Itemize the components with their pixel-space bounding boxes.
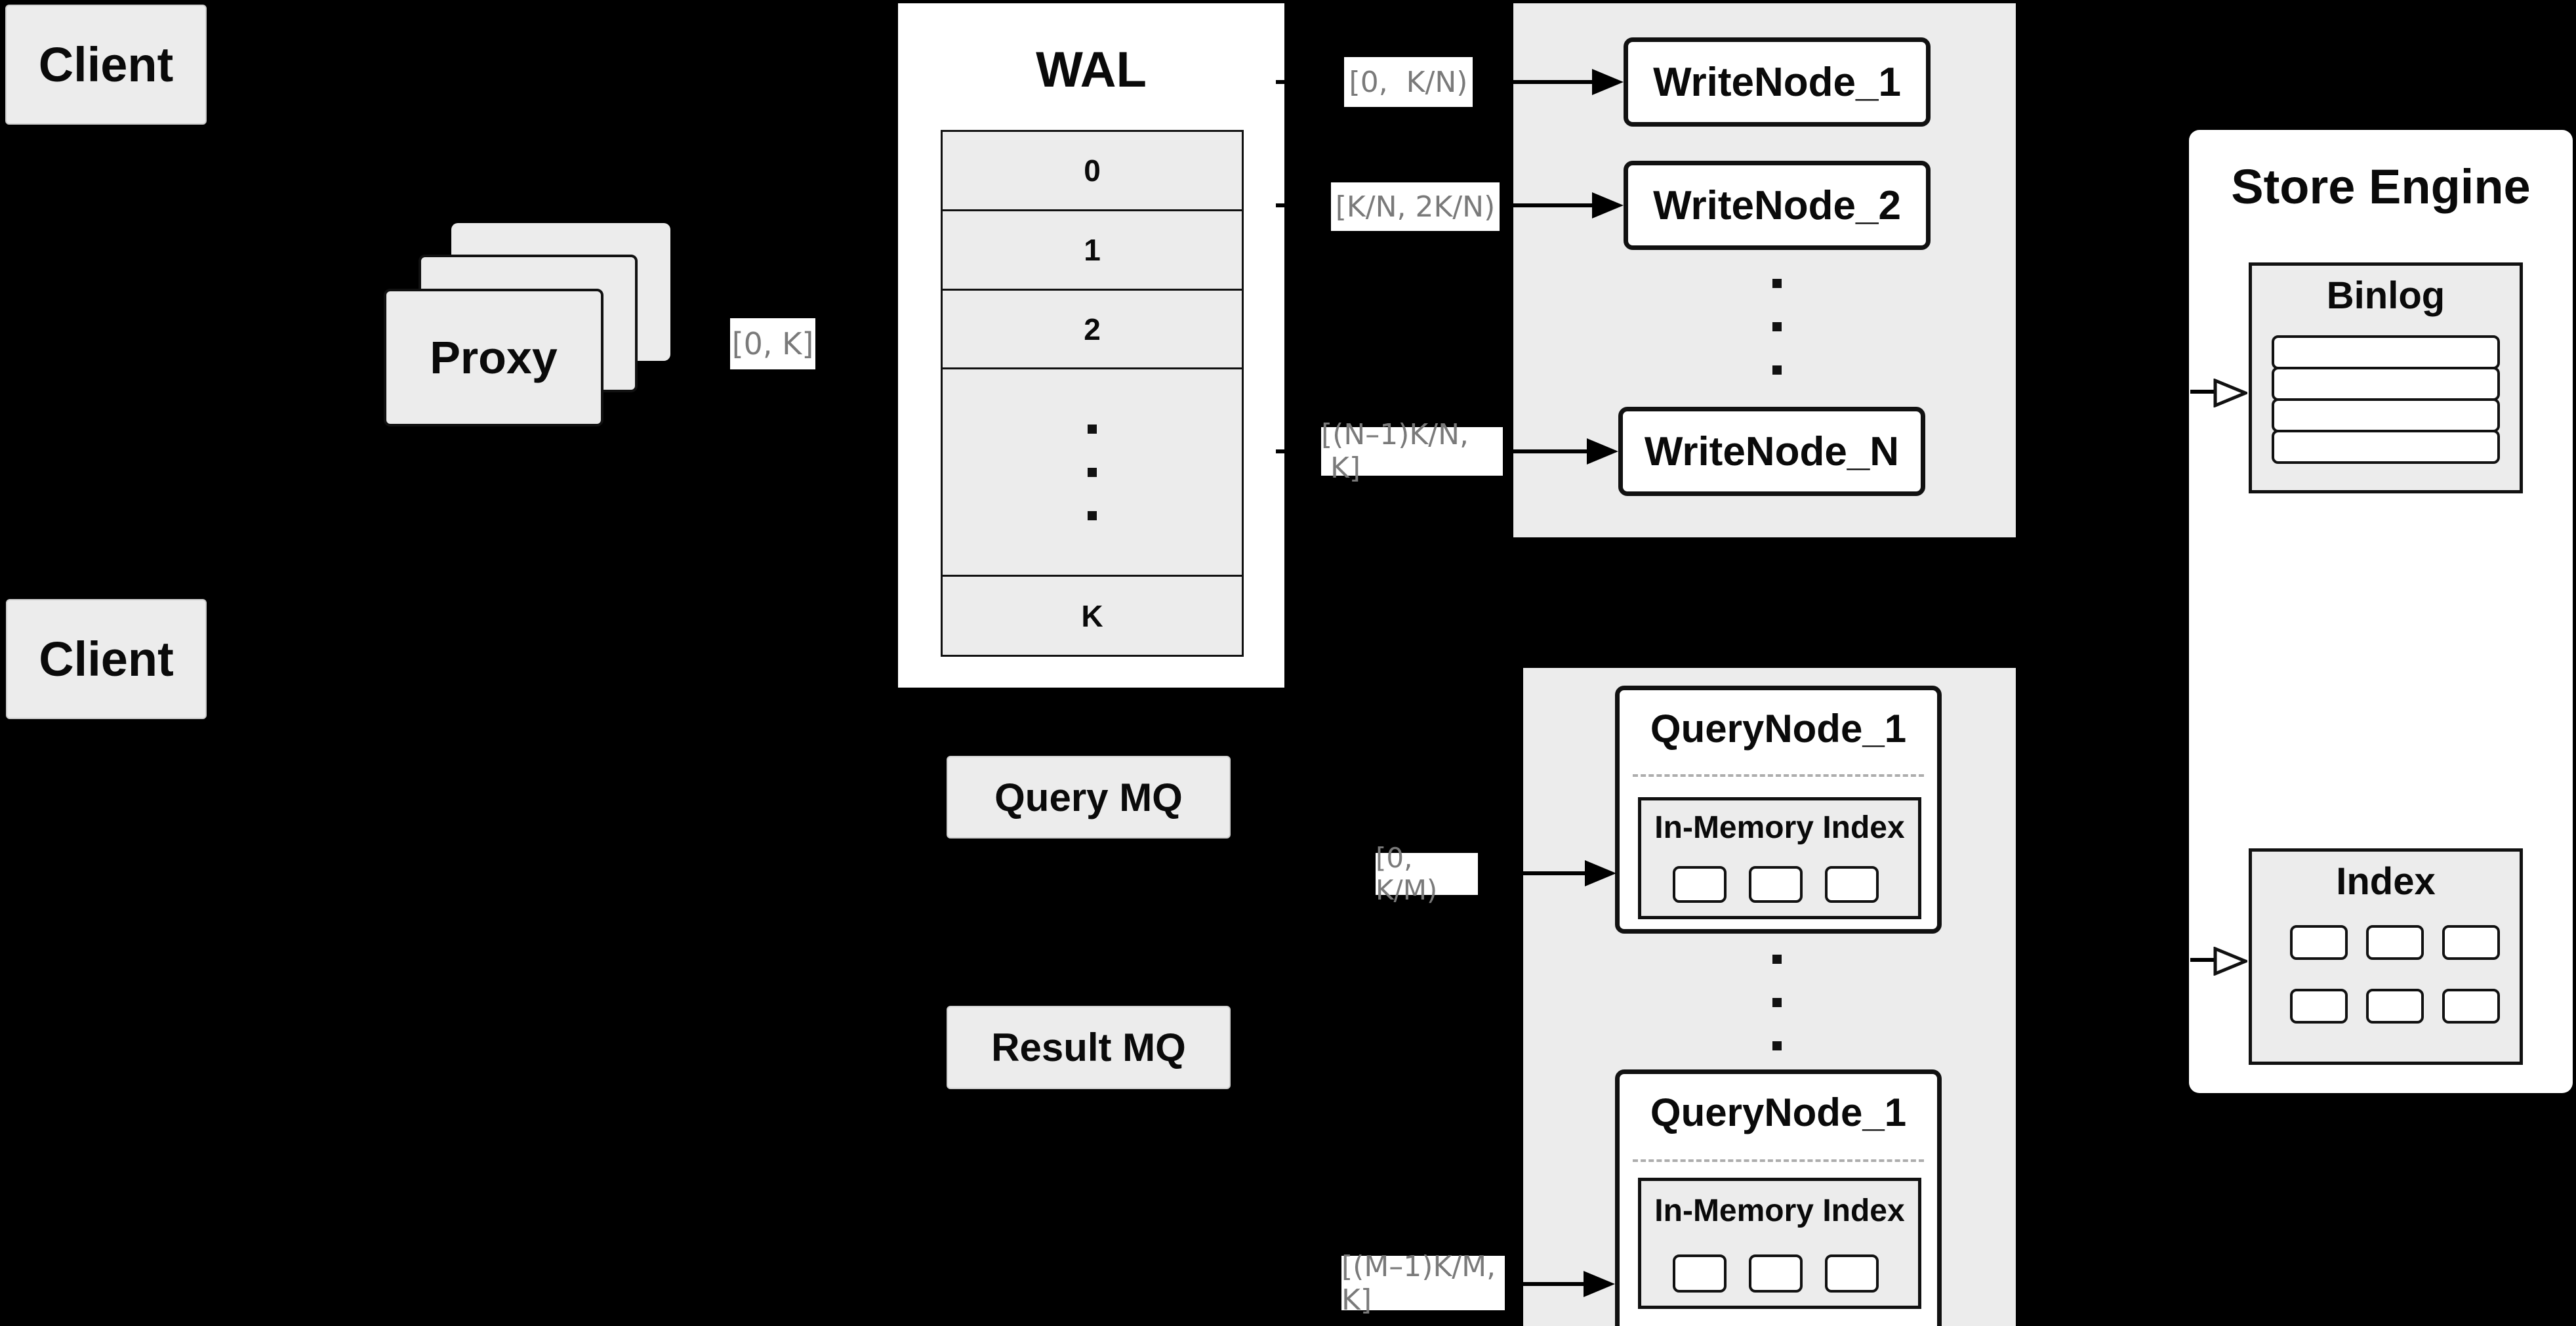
arrow-to-binlog bbox=[2190, 390, 2217, 394]
binlog-title: Binlog bbox=[2326, 274, 2445, 317]
range-label-query-node-2: [(M–1)K/M, K] bbox=[1341, 1250, 1505, 1317]
index-slot bbox=[2442, 925, 2500, 960]
arrow-query-mq-to-query-node-1 bbox=[1410, 871, 1586, 875]
range-label-write-node-n: [(N–1)K/N, K] bbox=[1321, 418, 1503, 485]
vertical-ellipsis-icon bbox=[1772, 279, 1782, 375]
index-slot bbox=[2366, 989, 2424, 1024]
write-node-2-label: WriteNode_2 bbox=[1653, 182, 1901, 228]
segment-slot bbox=[1825, 866, 1879, 903]
wal-row-ellipsis bbox=[943, 367, 1242, 575]
open-arrowhead-icon bbox=[2213, 379, 2247, 407]
segment-slot bbox=[1749, 1254, 1803, 1293]
binlog-row bbox=[2272, 430, 2500, 464]
vertical-ellipsis-icon bbox=[1772, 955, 1782, 1050]
wal-row-0: 0 bbox=[943, 132, 1242, 209]
query-node-1-title: QueryNode_1 bbox=[1650, 707, 1907, 751]
write-node-group-panel: WriteNode_1 WriteNode_2 WriteNode_N bbox=[1513, 3, 2016, 537]
client-bottom-node: Client bbox=[6, 599, 207, 719]
wal-table: 0 1 2 K bbox=[941, 130, 1244, 657]
binlog-row bbox=[2272, 367, 2500, 401]
index-slots-row bbox=[2290, 925, 2500, 960]
range-label-write-node-2: [K/N, 2K/N) bbox=[1331, 182, 1500, 231]
client-top-label: Client bbox=[38, 37, 174, 92]
arrowhead-icon bbox=[1592, 192, 1624, 218]
index-slots-row bbox=[2290, 989, 2500, 1024]
write-node-n-label: WriteNode_N bbox=[1644, 428, 1900, 474]
range-label-query-node-1: [0, K/M) bbox=[1376, 842, 1478, 906]
query-node-2: QueryNode_1 In-Memory Index bbox=[1615, 1069, 1942, 1326]
wal-node: WAL 0 1 2 K bbox=[898, 3, 1284, 688]
wal-row-2: 2 bbox=[943, 289, 1242, 367]
query-node-2-inmemory-index: In-Memory Index bbox=[1638, 1178, 1921, 1309]
range-label-proxy-out: [0, K] bbox=[730, 318, 815, 369]
segment-slots bbox=[1673, 866, 1879, 903]
binlog-box: Binlog bbox=[2249, 262, 2523, 493]
wal-row-k: K bbox=[943, 575, 1242, 655]
inmemory-index-title: In-Memory Index bbox=[1654, 810, 1905, 845]
segment-slots bbox=[1673, 1254, 1879, 1293]
arrowhead-icon bbox=[1592, 69, 1624, 95]
binlog-row bbox=[2272, 398, 2500, 432]
query-node-group-panel: QueryNode_1 In-Memory Index QueryNode_1 … bbox=[1523, 668, 2016, 1326]
proxy-label: Proxy bbox=[430, 332, 558, 383]
index-title: Index bbox=[2336, 860, 2436, 903]
result-mq-node: Result MQ bbox=[947, 1006, 1231, 1089]
wal-title: WAL bbox=[1036, 42, 1147, 98]
index-slot bbox=[2290, 925, 2348, 960]
query-mq-node: Query MQ bbox=[947, 756, 1231, 839]
arrowhead-icon bbox=[1587, 438, 1618, 465]
dashed-separator bbox=[1633, 1159, 1924, 1162]
dashed-separator bbox=[1633, 774, 1924, 777]
segment-slot bbox=[1825, 1254, 1879, 1293]
arrowhead-icon bbox=[1585, 860, 1616, 886]
client-bottom-label: Client bbox=[39, 632, 174, 686]
index-slot bbox=[2290, 989, 2348, 1024]
query-mq-label: Query MQ bbox=[994, 775, 1183, 819]
store-engine-title: Store Engine bbox=[2231, 159, 2531, 214]
wal-row-1: 1 bbox=[943, 209, 1242, 289]
open-arrowhead-icon bbox=[2213, 947, 2247, 976]
arrow-to-index bbox=[2190, 958, 2217, 962]
segment-slot bbox=[1673, 1254, 1727, 1293]
segment-slot bbox=[1673, 866, 1727, 903]
query-node-1-inmemory-index: In-Memory Index bbox=[1638, 797, 1921, 919]
write-node-2: WriteNode_2 bbox=[1624, 161, 1931, 250]
query-node-2-title: QueryNode_1 bbox=[1650, 1090, 1907, 1134]
index-slot bbox=[2442, 989, 2500, 1024]
result-mq-label: Result MQ bbox=[991, 1026, 1186, 1069]
store-engine-node: Store Engine Binlog Index bbox=[2189, 130, 2573, 1093]
range-label-write-node-1: [0, K/N) bbox=[1344, 57, 1473, 107]
client-top-node: Client bbox=[5, 5, 207, 125]
query-node-1: QueryNode_1 In-Memory Index bbox=[1615, 686, 1942, 934]
binlog-rows bbox=[2272, 335, 2500, 464]
write-node-n: WriteNode_N bbox=[1618, 407, 1925, 496]
write-node-1-label: WriteNode_1 bbox=[1653, 59, 1901, 105]
arrowhead-icon bbox=[1584, 1271, 1615, 1297]
write-node-1: WriteNode_1 bbox=[1624, 37, 1931, 127]
proxy-node: Proxy bbox=[384, 289, 603, 426]
segment-slot bbox=[1749, 866, 1803, 903]
inmemory-index-title: In-Memory Index bbox=[1654, 1193, 1905, 1228]
index-slot bbox=[2366, 925, 2424, 960]
vertical-ellipsis-icon bbox=[1088, 424, 1097, 520]
binlog-row bbox=[2272, 335, 2500, 369]
index-box: Index bbox=[2249, 848, 2523, 1065]
